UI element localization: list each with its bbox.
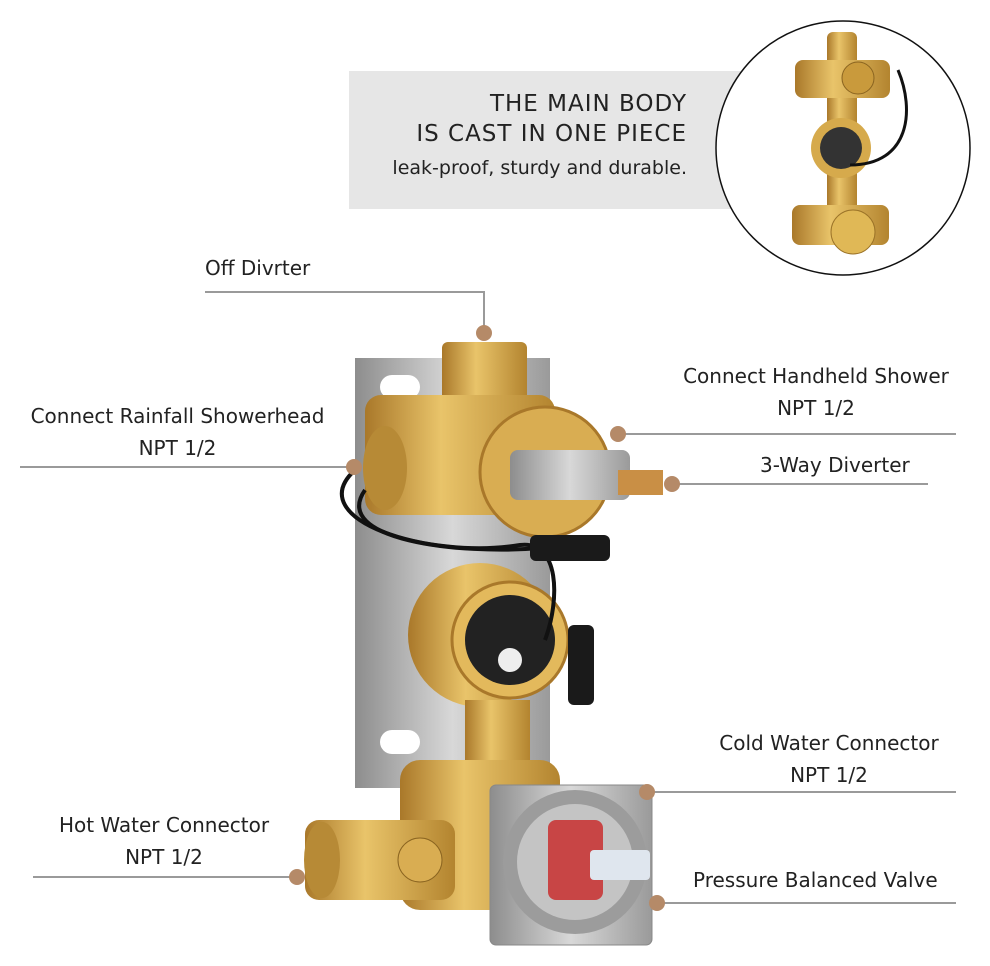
- leader-off-diverter: [205, 291, 485, 333]
- callout-dot: [649, 895, 665, 911]
- callout-dot: [639, 784, 655, 800]
- label-3way-diverter: 3-Way Diverter: [760, 453, 910, 477]
- callout-dot: [289, 869, 305, 885]
- label-hot-spec: NPT 1/2: [125, 845, 203, 869]
- inset-detail-image: [715, 20, 971, 276]
- valve-product-image: [304, 342, 663, 946]
- label-handheld-spec: NPT 1/2: [777, 396, 855, 420]
- label-rainfall-spec: NPT 1/2: [138, 436, 217, 460]
- label-rainfall-title: Connect Rainfall Showerhead: [30, 404, 325, 428]
- callout-dot: [664, 476, 680, 492]
- feature-banner: THE MAIN BODY IS CAST IN ONE PIECE leak-…: [349, 71, 749, 209]
- banner-line-1: THE MAIN BODY: [489, 91, 687, 117]
- label-cold-spec: NPT 1/2: [790, 763, 868, 787]
- callout-dot: [610, 426, 626, 442]
- label-handheld-title: Connect Handheld Shower: [683, 364, 949, 388]
- label-cold-title: Cold Water Connector: [719, 731, 939, 755]
- label-hot-title: Hot Water Connector: [58, 813, 270, 837]
- label-rainfall: Connect Rainfall Showerhead NPT 1/2: [10, 400, 345, 464]
- callout-dot: [346, 459, 362, 475]
- label-handheld: Connect Handheld Shower NPT 1/2: [660, 360, 972, 424]
- label-cold: Cold Water Connector NPT 1/2: [700, 727, 958, 791]
- callout-dot: [476, 325, 492, 341]
- label-pressure-valve: Pressure Balanced Valve: [693, 868, 938, 892]
- label-off-diverter: Off Divrter: [205, 256, 311, 280]
- label-hot: Hot Water Connector NPT 1/2: [24, 809, 304, 873]
- banner-line-2: IS CAST IN ONE PIECE: [416, 121, 687, 147]
- banner-subtitle: leak-proof, sturdy and durable.: [392, 157, 687, 179]
